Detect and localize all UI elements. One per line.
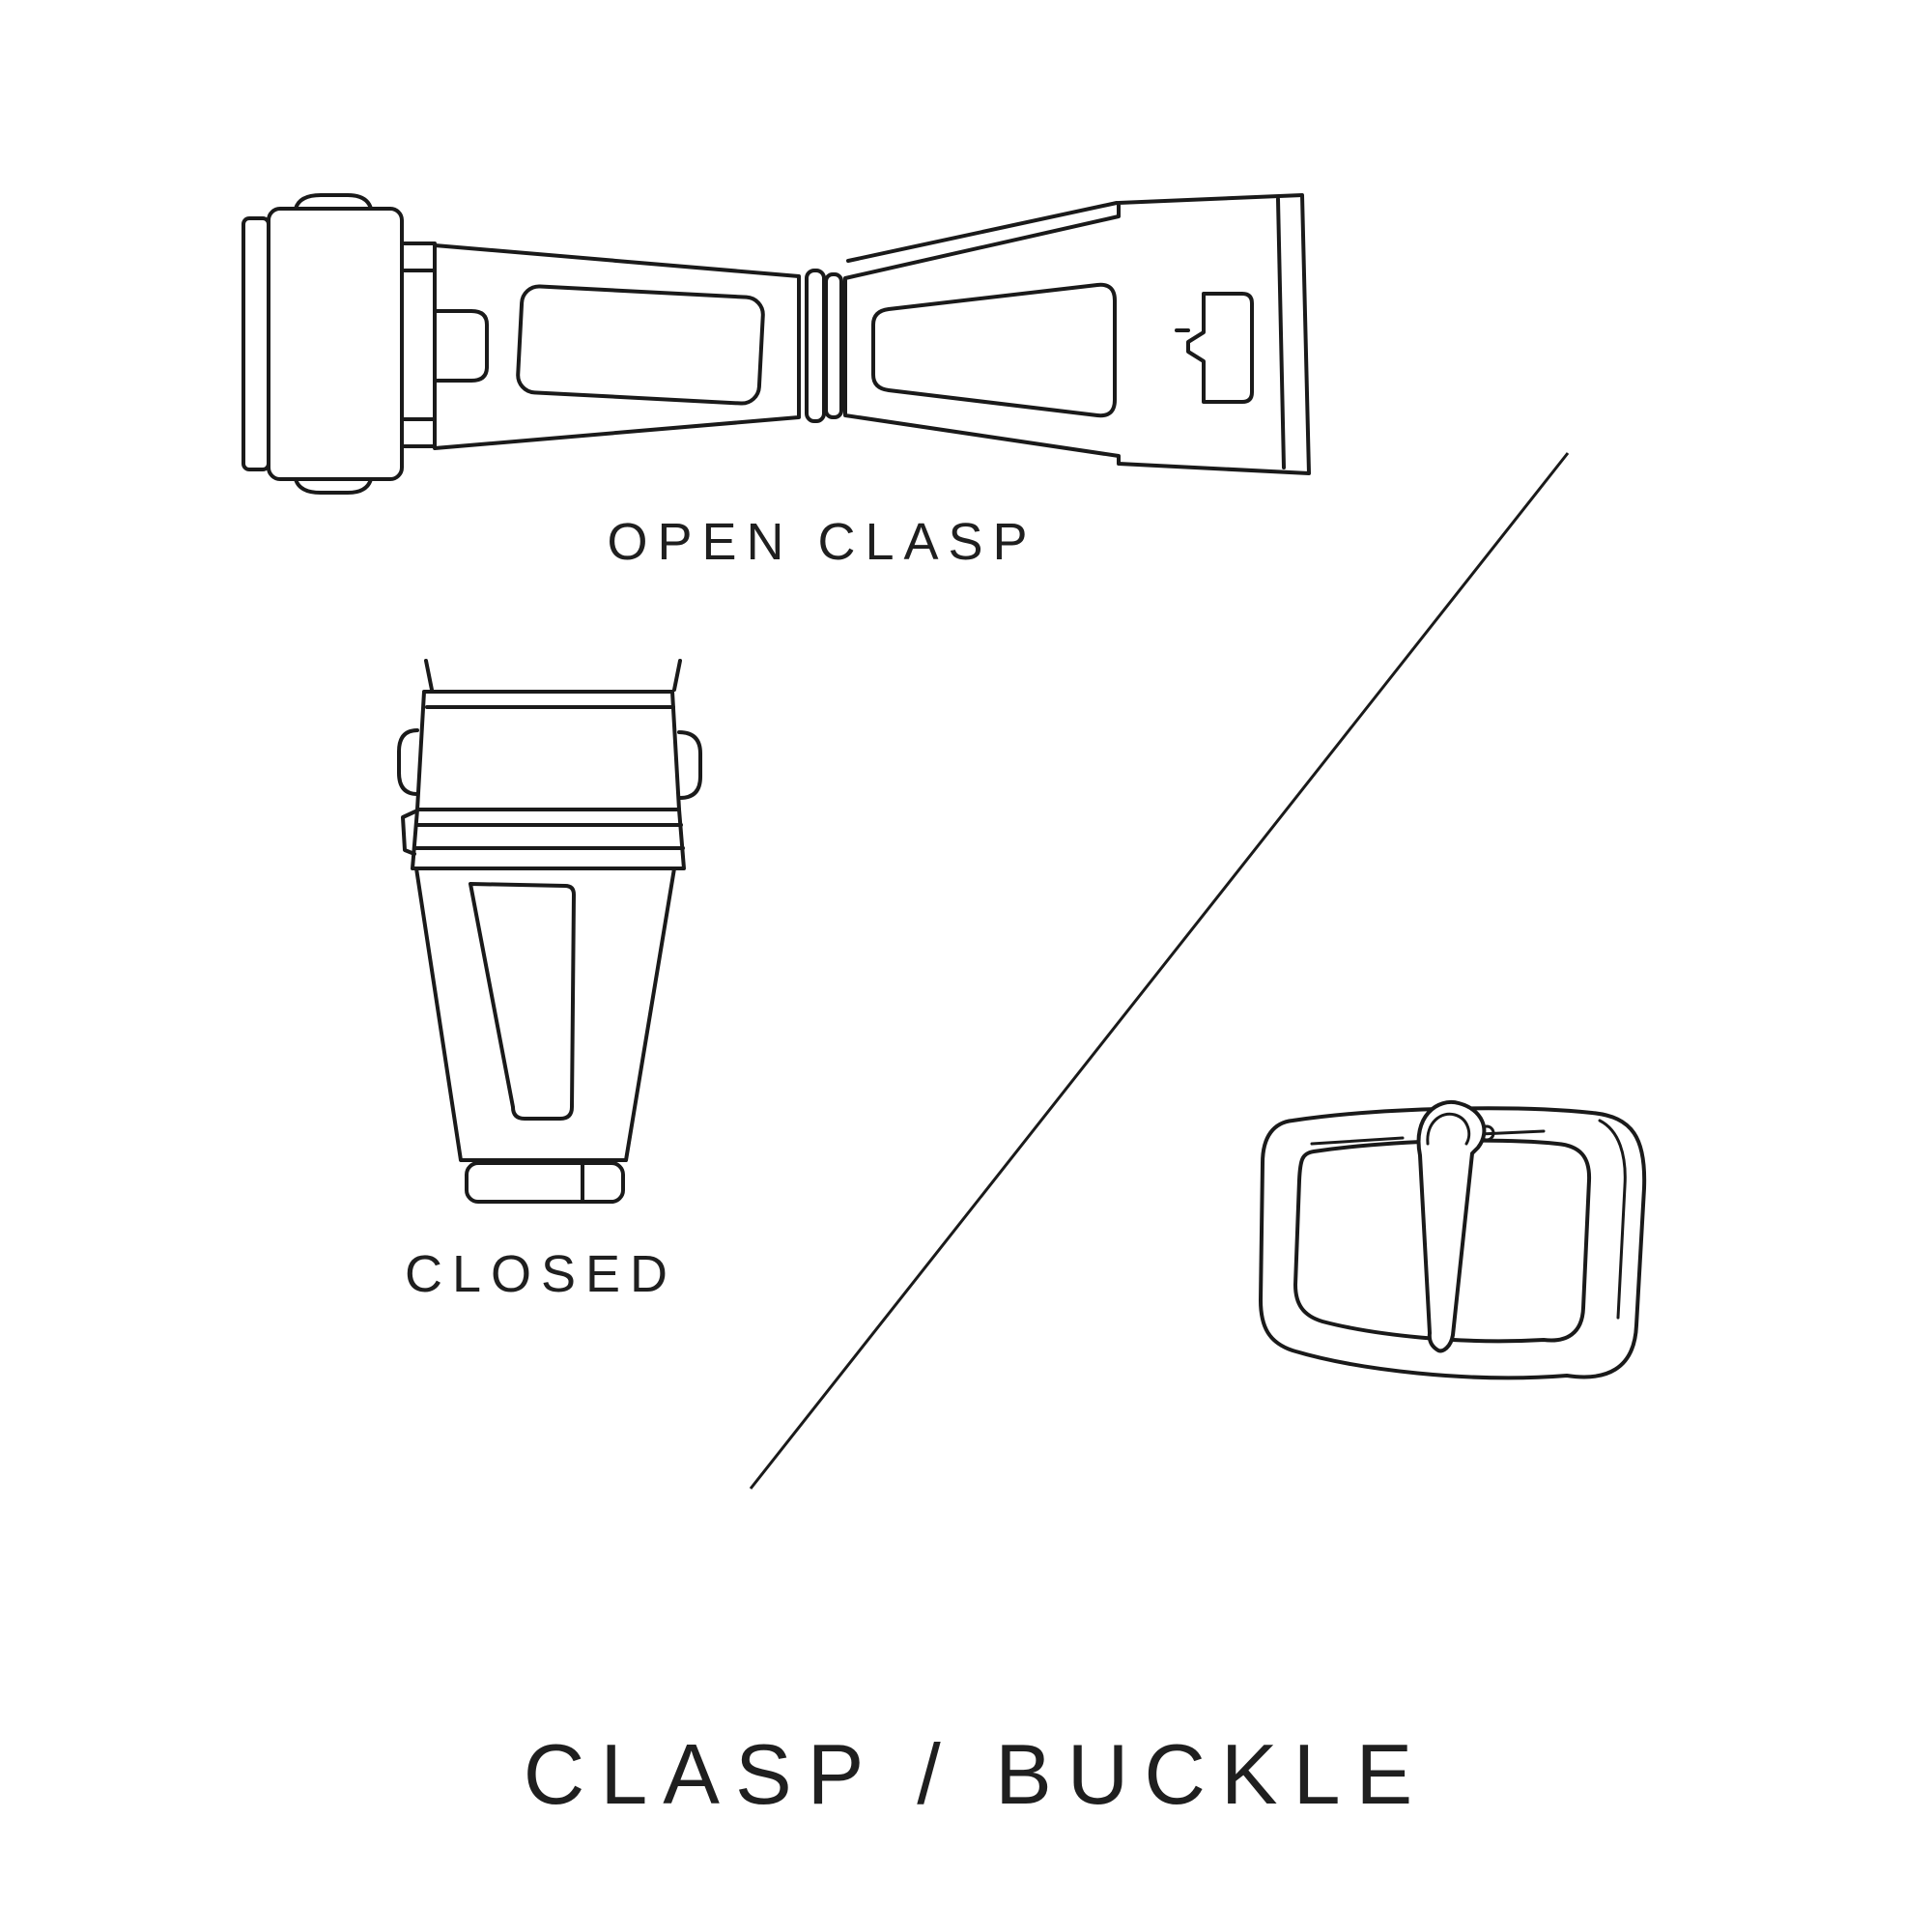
closed-clasp-label: CLOSED — [404, 1245, 678, 1303]
open-clasp-label: OPEN CLASP — [607, 513, 1037, 571]
buckle-illustration — [1259, 1099, 1647, 1380]
clasp-fold-link — [267, 207, 404, 481]
clasp-right-arm — [843, 193, 1311, 475]
closed-clasp-illustration — [397, 659, 702, 1204]
clasp-body — [414, 867, 676, 1162]
open-clasp-illustration — [242, 193, 1311, 495]
diagram-title: CLASP / BUCKLE — [523, 1726, 1429, 1822]
buckle-prong — [1416, 1099, 1487, 1353]
buckle-frame — [1259, 1106, 1647, 1380]
